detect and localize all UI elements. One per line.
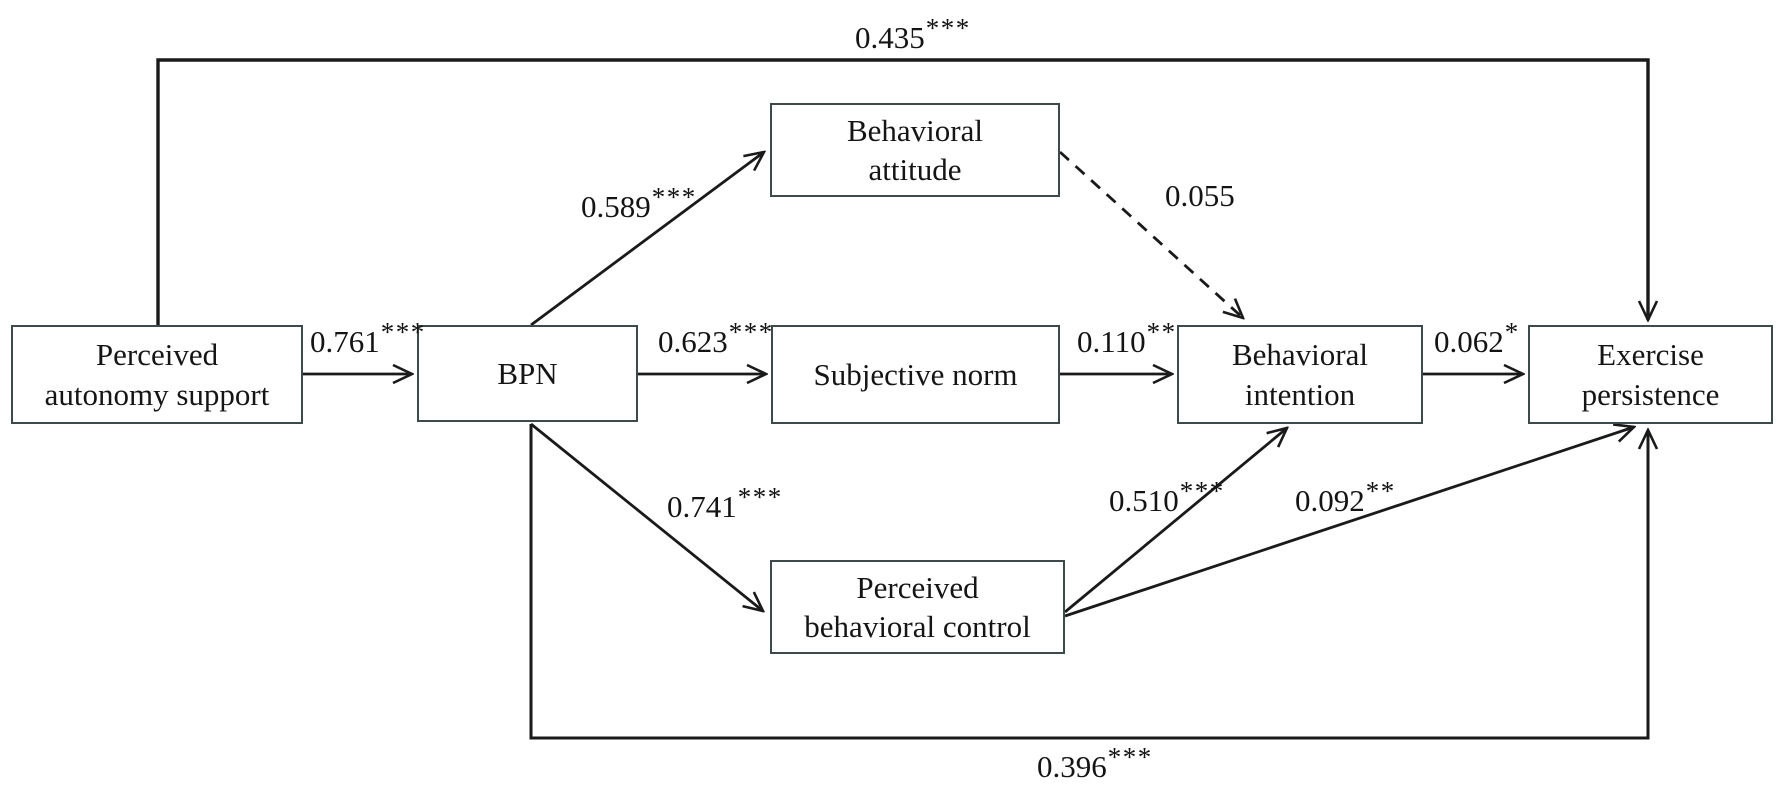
edge-label-bpn-sn: 0.623*** — [658, 317, 774, 360]
edge-label-bpn-pbc: 0.741*** — [667, 482, 783, 525]
node-label: Perceived — [856, 569, 979, 605]
node-label: Exercise — [1597, 337, 1704, 373]
coef-sig: *** — [925, 13, 971, 43]
node-perceived-autonomy-support: Perceived autonomy support — [11, 325, 303, 424]
edge-bpn-to-pbc-line — [530, 422, 763, 611]
edge-label-bpn-ba: 0.589*** — [581, 182, 697, 225]
edge-bpn-to-ep-line — [529, 424, 1648, 740]
coef-sig: *** — [728, 317, 774, 347]
node-label: Behavioral — [846, 112, 983, 148]
edge-pas-to-ep-line — [156, 58, 1648, 325]
edge-label-bpn-ep: 0.396*** — [1037, 742, 1153, 785]
node-label: intention — [1244, 376, 1356, 412]
coef-value: 0.110 — [1077, 324, 1146, 359]
coef-value: 0.741 — [667, 489, 737, 524]
edge-label-pbc-bi: 0.510*** — [1109, 476, 1225, 519]
coef-value: 0.510 — [1109, 483, 1179, 518]
coef-sig: ** — [1146, 317, 1177, 347]
coef-sig: *** — [1179, 476, 1225, 506]
node-exercise-persistence: Exercise persistence — [1528, 325, 1773, 424]
edge-label-pbc-ep: 0.092** — [1295, 476, 1396, 519]
edge-label-pas-ep: 0.435*** — [855, 13, 971, 56]
edge-label-pas-bpn: 0.761*** — [310, 317, 426, 360]
node-label: behavioral control — [804, 609, 1031, 644]
coef-sig: *** — [380, 317, 426, 347]
edge-label-bi-ep: 0.062* — [1434, 317, 1520, 360]
coef-value: 0.055 — [1165, 178, 1235, 213]
coef-sig: * — [1504, 317, 1520, 347]
coef-value: 0.092 — [1295, 483, 1365, 518]
edge-label-sn-bi: 0.110** — [1077, 317, 1177, 360]
coef-value: 0.435 — [855, 20, 925, 55]
node-behavioral-intention: Behavioral intention — [1177, 325, 1423, 424]
coef-value: 0.761 — [310, 324, 380, 359]
coef-sig: *** — [737, 482, 783, 512]
node-label: autonomy support — [44, 376, 270, 412]
coef-sig: *** — [1107, 742, 1153, 772]
coef-value: 0.396 — [1037, 749, 1107, 784]
node-behavioral-attitude: Behavioral attitude — [770, 103, 1060, 197]
node-perceived-behavioral-control: Perceived behavioral control — [770, 560, 1065, 654]
node-label: BPN — [497, 355, 558, 391]
edge-label-ba-bi: 0.055 — [1165, 171, 1236, 214]
coef-value: 0.589 — [581, 189, 651, 224]
coef-sig: *** — [651, 182, 697, 212]
node-label: persistence — [1581, 376, 1720, 412]
coef-sig: ** — [1365, 476, 1396, 506]
node-label: Behavioral — [1231, 337, 1368, 373]
coef-value: 0.062 — [1434, 324, 1504, 359]
edge-bpn-to-ba-line — [530, 152, 764, 327]
node-label: Subjective norm — [813, 356, 1018, 392]
node-label: Perceived — [95, 337, 219, 373]
node-subjective-norm: Subjective norm — [771, 325, 1060, 424]
coef-value: 0.623 — [658, 324, 728, 359]
edge-pbc-to-bi-line — [1064, 428, 1287, 614]
node-label: attitude — [868, 152, 962, 187]
edge-pbc-to-ep-line — [1064, 427, 1634, 618]
node-bpn: BPN — [417, 325, 638, 422]
